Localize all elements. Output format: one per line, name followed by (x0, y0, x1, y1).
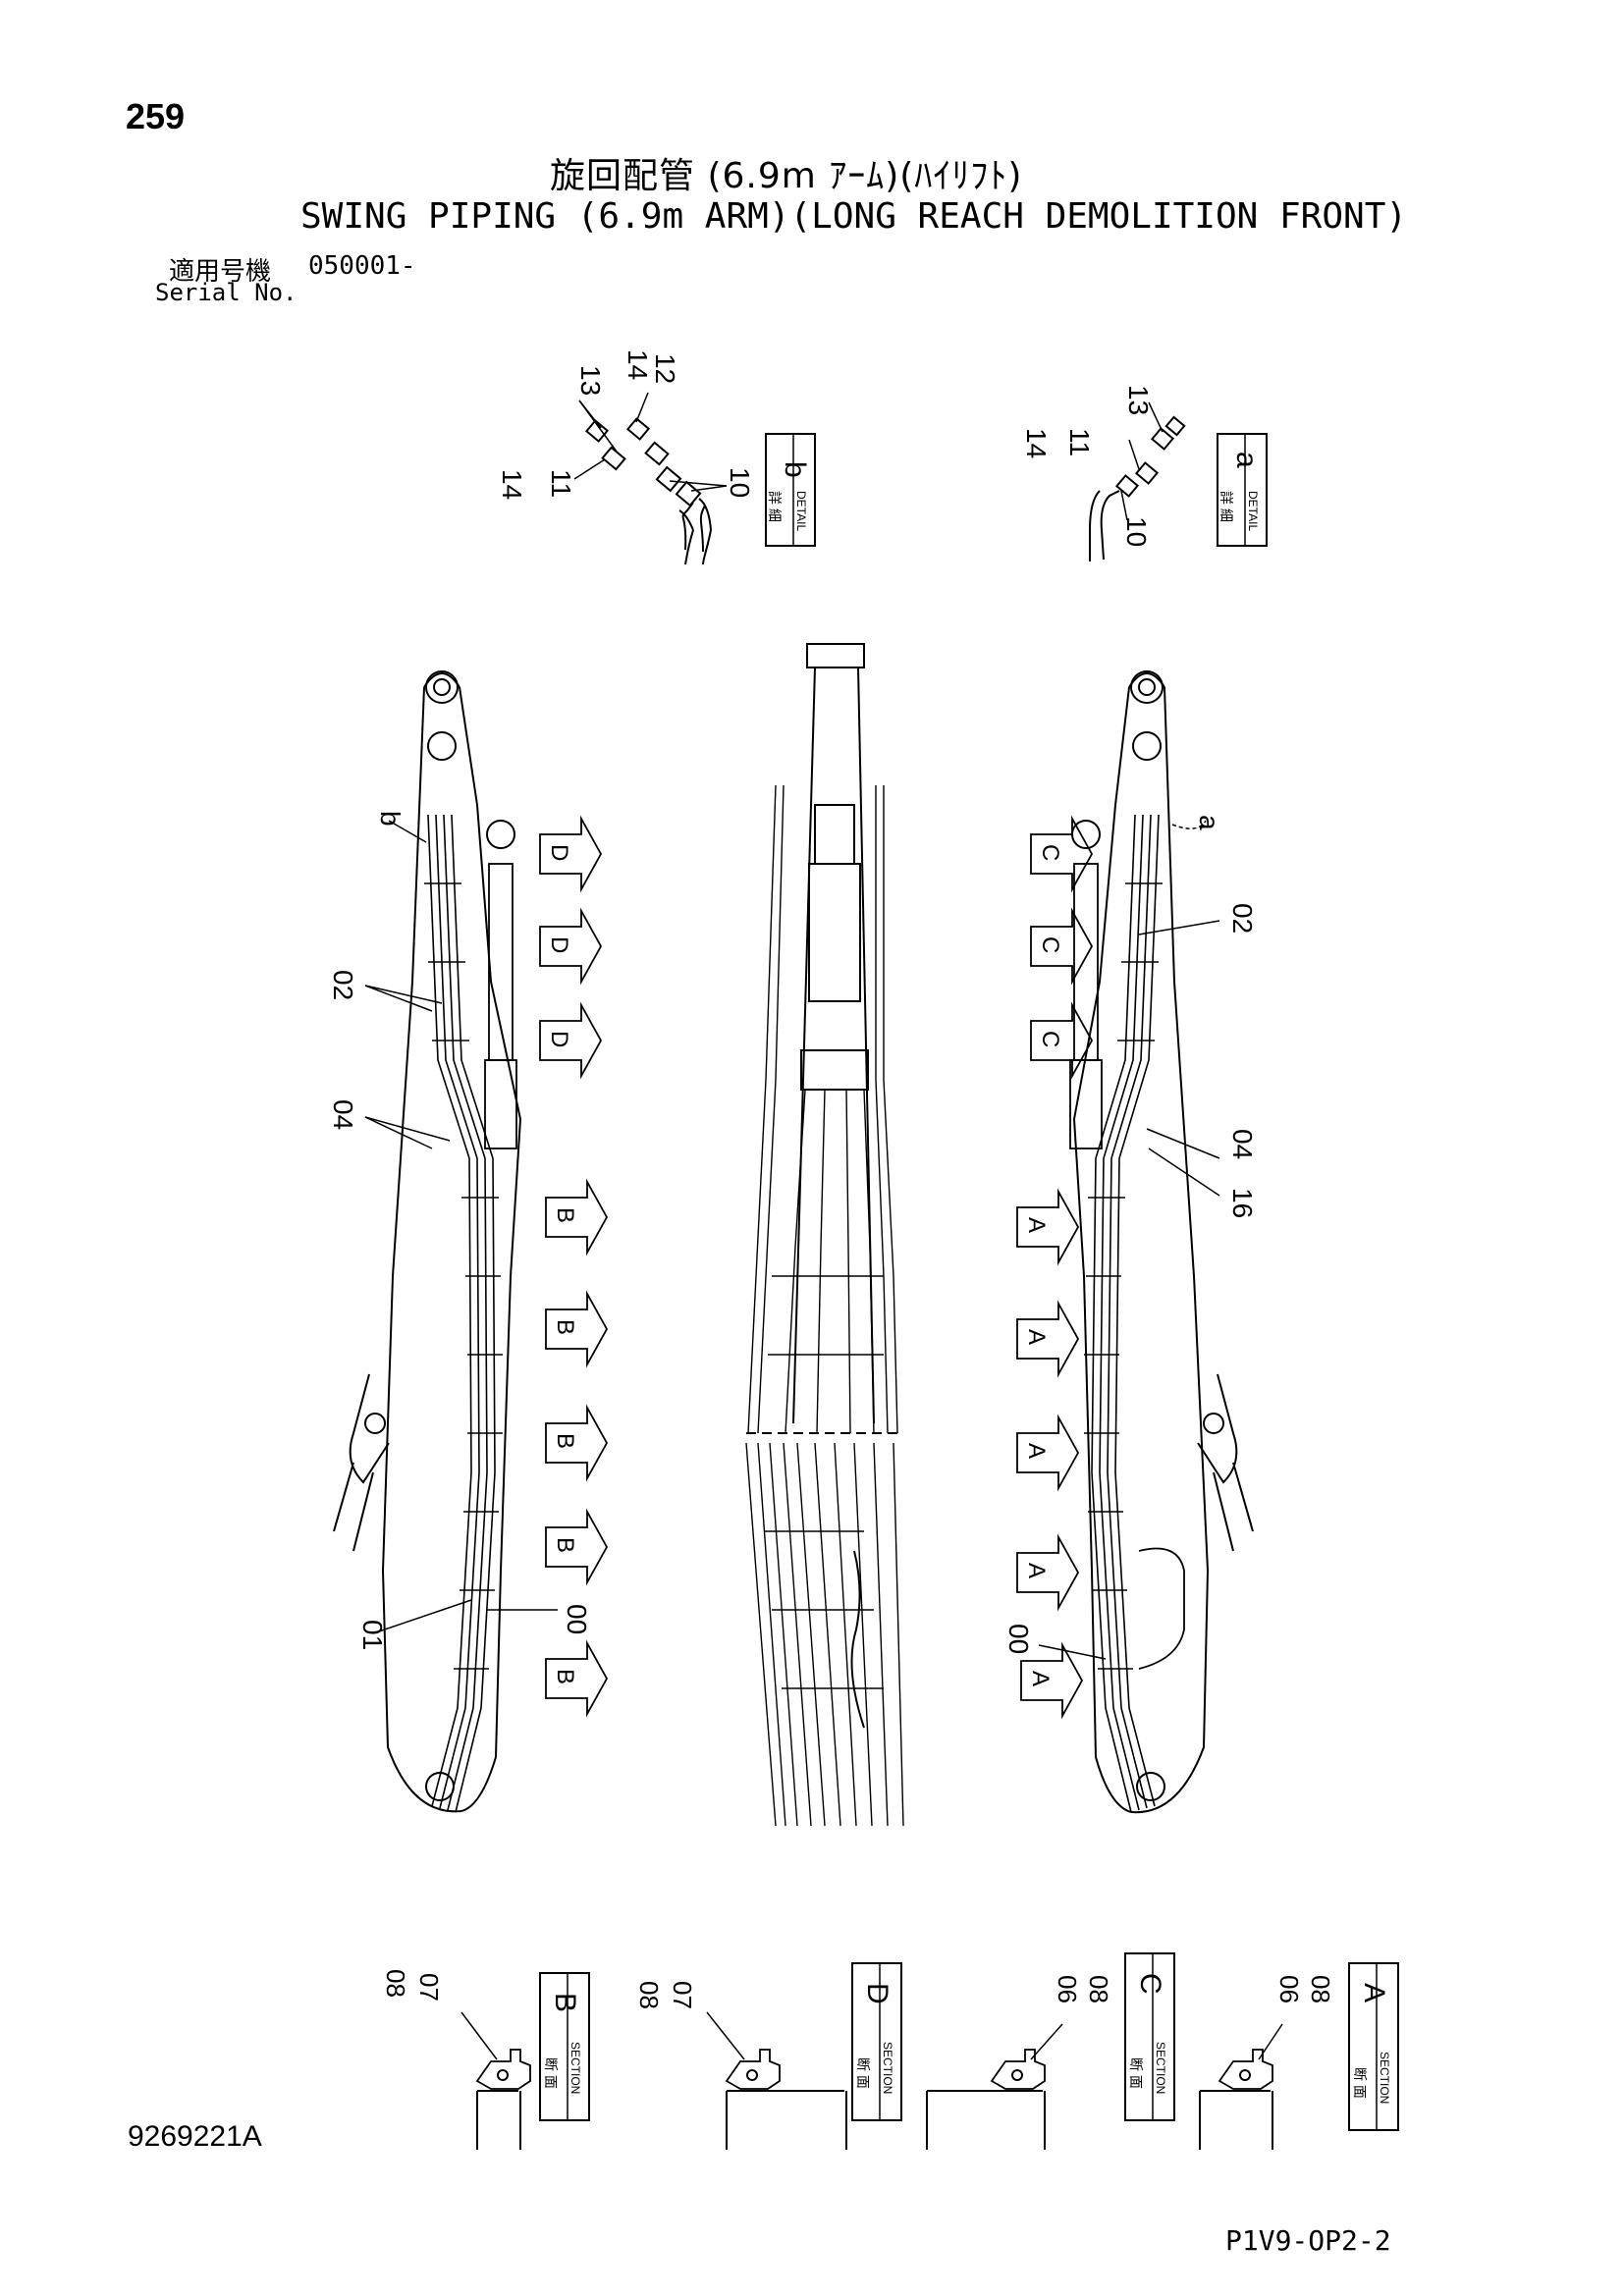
right-arm-view (1038, 670, 1254, 1814)
page-number: 259 (126, 96, 186, 136)
left-arrow-1: D (546, 844, 572, 861)
drawing-number: 9269221A (128, 2120, 262, 2153)
detail-b-callout-14b: 14 (497, 469, 527, 500)
left-arrow-8: B (552, 1669, 578, 1684)
left-callout-01: 01 (357, 1620, 388, 1650)
detail-b-callout-10: 10 (725, 467, 755, 498)
serial-label-english: Serial No. (155, 279, 298, 306)
detail-a-callout-14: 14 (1021, 428, 1052, 458)
detail-a (1089, 401, 1268, 561)
left-arrow-3: D (546, 1031, 572, 1047)
section-b-callout-07: 07 (414, 1973, 444, 2002)
section-c-letter: C (1134, 1973, 1166, 1995)
detail-b-callout-11: 11 (546, 469, 576, 498)
right-callout-02: 02 (1227, 903, 1258, 934)
left-arrow-2: D (546, 936, 572, 953)
left-callout-00: 00 (562, 1604, 592, 1634)
right-callout-16: 16 (1227, 1188, 1258, 1218)
detail-a-callout-11: 11 (1064, 428, 1095, 456)
section-a-callout-08: 08 (1306, 1975, 1335, 2003)
right-arrow-7: A (1023, 1563, 1050, 1578)
title-japanese: 旋回配管 (6.9m ｱｰﾑ)(ﾊｲﾘﾌﾄ) (550, 156, 1023, 196)
center-arm-view (745, 643, 904, 1827)
section-b-callout-08: 08 (381, 1969, 410, 1998)
detail-a-label-jp: 詳 細 (1218, 491, 1234, 522)
section-c (926, 1952, 1175, 2150)
section-d-label-en: SECTION (881, 2042, 894, 2094)
left-callout-02: 02 (328, 970, 358, 1000)
page-code: P1V9-OP2-2 (1225, 2224, 1391, 2257)
left-section-arrows (539, 815, 609, 1718)
right-arrow-5: A (1023, 1329, 1050, 1345)
left-arrow-4: B (552, 1207, 578, 1223)
right-arrow-8: A (1027, 1671, 1054, 1686)
detail-b-callout-13: 13 (575, 365, 606, 396)
section-a (1199, 1962, 1399, 2150)
section-a-callout-06: 06 (1274, 1975, 1304, 2003)
serial-label-japanese: 適用号機 (169, 257, 272, 287)
section-b (460, 1972, 590, 2150)
section-d-letter: D (861, 1983, 893, 2004)
right-arrow-1: C (1037, 844, 1063, 861)
section-c-label-jp: 断 面 (1128, 2057, 1144, 2089)
section-a-label-jp: 断 面 (1352, 2067, 1368, 2099)
detail-b (573, 392, 816, 565)
title-english: SWING PIPING (6.9m ARM)(LONG REACH DEMOL… (300, 196, 1408, 237)
right-arrow-4: A (1023, 1217, 1050, 1233)
detail-a-callout-10: 10 (1121, 516, 1152, 547)
right-callout-a: a (1194, 815, 1224, 830)
right-callout-00: 00 (1003, 1624, 1034, 1654)
left-callout-04: 04 (328, 1099, 358, 1130)
detail-b-letter: b (779, 461, 811, 478)
section-c-label-en: SECTION (1154, 2042, 1167, 2094)
right-arrow-2: C (1037, 936, 1063, 953)
right-arrow-6: A (1023, 1443, 1050, 1459)
detail-b-callout-12: 12 (650, 353, 680, 384)
detail-b-callout-14: 14 (623, 349, 653, 380)
left-arrow-7: B (552, 1537, 578, 1553)
section-b-label-jp: 断 面 (543, 2057, 559, 2089)
left-arm-view (333, 670, 558, 1813)
right-arrow-3: C (1037, 1031, 1063, 1047)
section-b-label-en: SECTION (568, 2042, 582, 2094)
section-d-callout-07: 07 (668, 1981, 697, 2009)
left-arrow-5: B (552, 1319, 578, 1335)
section-d (706, 1962, 902, 2150)
section-d-label-jp: 断 面 (855, 2057, 871, 2089)
right-callout-04: 04 (1227, 1129, 1258, 1159)
serial-value: 050001- (308, 251, 416, 281)
detail-a-label-en: DETAIL (1246, 491, 1260, 531)
detail-a-letter: a (1230, 452, 1263, 468)
detail-b-label-en: DETAIL (794, 491, 808, 531)
detail-b-label-jp: 詳 細 (767, 491, 783, 522)
section-c-callout-06: 06 (1053, 1975, 1082, 2003)
left-callout-b: b (375, 811, 406, 827)
section-a-letter: A (1358, 1983, 1390, 2002)
section-d-callout-08: 08 (634, 1981, 664, 2009)
right-section-arrows (1016, 815, 1094, 1720)
left-arrow-6: B (552, 1433, 578, 1449)
detail-a-callout-13: 13 (1123, 385, 1154, 415)
section-b-letter: B (549, 1993, 581, 2012)
section-a-label-en: SECTION (1378, 2052, 1391, 2104)
section-c-callout-08: 08 (1084, 1975, 1113, 2003)
